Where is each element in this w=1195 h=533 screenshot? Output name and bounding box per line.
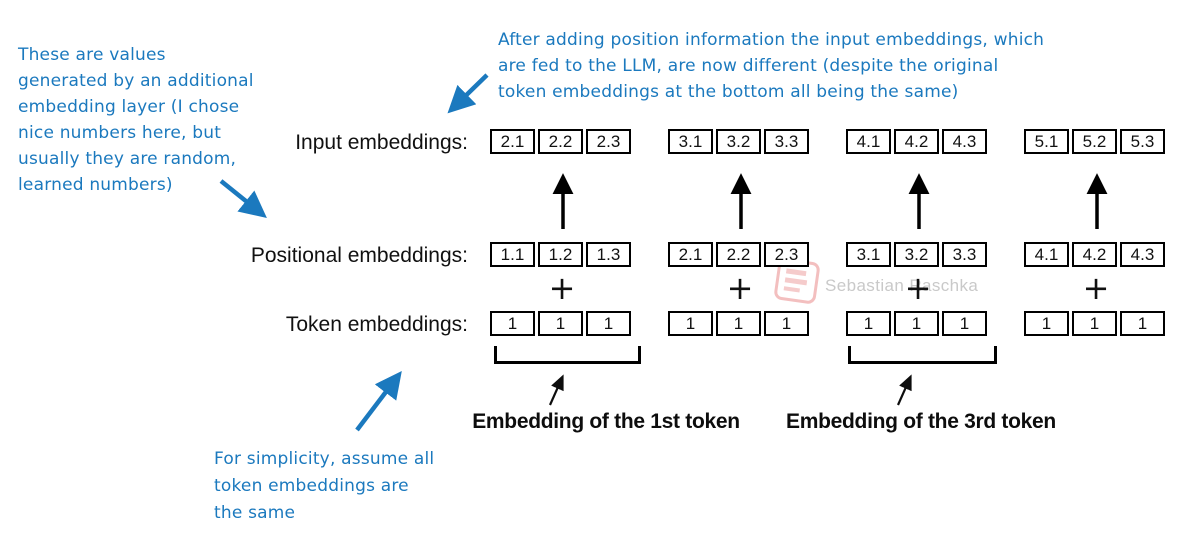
embedding-value-box: 3.2 [716,129,761,154]
embedding-value-box: 3.1 [846,242,891,267]
embedding-value-box: 1 [1024,311,1069,336]
annotation-line: For simplicity, assume all [214,449,435,469]
embedding-value-box: 4.2 [1072,242,1117,267]
third-token-label: Embedding of the 3rd token [786,410,1056,433]
input-embeddings-group-4: 5.1 5.2 5.3 [1024,129,1165,154]
embedding-value-box: 1 [894,311,939,336]
plus-operator: + [726,269,754,307]
token-embeddings-label: Token embeddings: [285,313,468,336]
embedding-value-box: 3.1 [668,129,713,154]
third-token-pointer-arrow [896,374,912,406]
embedding-value-box: 4.2 [894,129,939,154]
positional-embeddings-group-1: 1.1 1.2 1.3 [490,242,631,267]
annotation-line: generated by an additional [18,71,254,91]
annotation-top-left: These are values generated by an additio… [18,42,254,198]
embedding-value-box: 2.2 [716,242,761,267]
annotation-arrow-bottom-left [355,370,402,432]
positional-embeddings-group-4: 4.1 4.2 4.3 [1024,242,1165,267]
embedding-value-box: 1 [846,311,891,336]
plus-operator: + [904,269,932,307]
positional-embeddings-label: Positional embeddings: [250,244,468,267]
annotation-line: are fed to the LLM, are now different (d… [498,56,999,76]
annotation-line: token embeddings are [214,476,409,496]
embedding-value-box: 4.1 [1024,242,1069,267]
plus-operator: + [548,269,576,307]
embedding-value-box: 5.2 [1072,129,1117,154]
input-embeddings-group-2: 3.1 3.2 3.3 [668,129,809,154]
stamp-scribble [783,286,800,293]
embedding-value-box: 1 [490,311,535,336]
embedding-value-box: 3.3 [942,242,987,267]
embedding-value-box: 1 [586,311,631,336]
embedding-value-box: 2.3 [586,129,631,154]
token-embeddings-group-2: 1 1 1 [668,311,809,336]
embedding-value-box: 1.2 [538,242,583,267]
annotation-line: These are values [18,45,166,65]
embedding-value-box: 1 [1120,311,1165,336]
bracket-first-token [494,346,641,364]
embedding-value-box: 1.1 [490,242,535,267]
input-embeddings-label: Input embeddings: [295,131,468,154]
positional-embeddings-group-2: 2.1 2.2 2.3 [668,242,809,267]
embedding-value-box: 4.3 [942,129,987,154]
annotation-line: embedding layer (I chose [18,97,240,117]
embedding-value-box: 2.1 [490,129,535,154]
embedding-value-box: 2.2 [538,129,583,154]
embedding-value-box: 1 [764,311,809,336]
embedding-value-box: 2.3 [764,242,809,267]
first-token-label: Embedding of the 1st token [472,410,740,433]
embedding-value-box: 1 [668,311,713,336]
input-embeddings-group-3: 4.1 4.2 4.3 [846,129,987,154]
embedding-value-box: 4.3 [1120,242,1165,267]
embedding-value-box: 3.3 [764,129,809,154]
annotation-line: the same [214,503,296,523]
stamp-scribble [785,268,807,277]
embedding-value-box: 1.3 [586,242,631,267]
token-embeddings-group-4: 1 1 1 [1024,311,1165,336]
embedding-value-box: 1 [716,311,761,336]
annotation-line: token embeddings at the bottom all being… [498,82,959,102]
embedding-value-box: 5.1 [1024,129,1069,154]
input-embeddings-group-1: 2.1 2.2 2.3 [490,129,631,154]
bracket-third-token [848,346,997,364]
embedding-value-box: 1 [1072,311,1117,336]
annotation-line: learned numbers) [18,175,173,195]
annotation-line: nice numbers here, but [18,123,222,143]
embedding-value-box: 5.3 [1120,129,1165,154]
stamp-scribble [784,277,808,286]
positional-embeddings-group-3: 3.1 3.2 3.3 [846,242,987,267]
embedding-value-box: 1 [538,311,583,336]
token-embeddings-group-1: 1 1 1 [490,311,631,336]
embedding-value-box: 1 [942,311,987,336]
watermark-text: Sebastian Raschka [825,276,979,295]
annotation-arrow-top-right [447,73,489,114]
embedding-value-box: 3.2 [894,242,939,267]
annotation-line: After adding position information the in… [498,30,1045,50]
token-embeddings-group-3: 1 1 1 [846,311,987,336]
annotation-line: usually they are random, [18,149,237,169]
first-token-pointer-arrow [548,374,564,406]
plus-operator: + [1082,269,1110,307]
embedding-value-box: 2.1 [668,242,713,267]
annotation-bottom-left: For simplicity, assume all token embeddi… [214,446,434,527]
embedding-value-box: 4.1 [846,129,891,154]
annotation-top-right: After adding position information the in… [498,27,1044,105]
